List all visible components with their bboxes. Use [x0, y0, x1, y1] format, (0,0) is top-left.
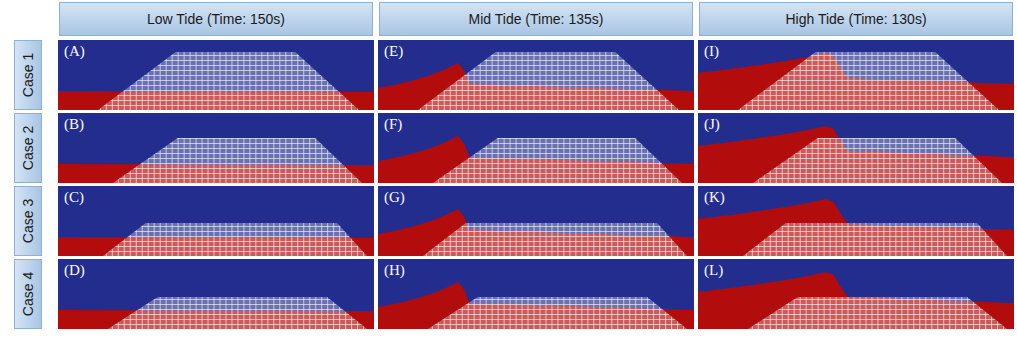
panel-letter: (A) [64, 43, 85, 60]
header-text: High Tide (Time: 130s) [785, 11, 926, 27]
panel-letter: (B) [64, 116, 84, 133]
breakwater-mesh [753, 138, 1002, 183]
simulation-panel: (J) [698, 113, 1014, 183]
breakwater-mesh [433, 138, 682, 183]
flow-field [698, 40, 1014, 110]
row-label: Case 4 [14, 259, 42, 329]
breakwater-mesh [423, 223, 687, 256]
flow-field [58, 259, 374, 329]
flow-field [378, 113, 694, 183]
water-phase [378, 282, 694, 329]
simulation-panel: (L) [698, 259, 1014, 329]
case-label: Case 3 [20, 199, 36, 243]
column-header: Low Tide (Time: 150s) [59, 2, 373, 36]
simulation-panel: (A) [58, 40, 374, 110]
flow-field [58, 40, 374, 110]
column-header: Mid Tide (Time: 135s) [379, 2, 693, 36]
simulation-panel: (H) [378, 259, 694, 329]
simulation-panel: (C) [58, 186, 374, 256]
water-phase [698, 272, 1014, 329]
breakwater-mesh [738, 52, 999, 110]
flow-field [378, 259, 694, 329]
breakwater-mesh [98, 52, 359, 110]
panel-letter: (G) [384, 189, 405, 206]
panel-letter: (L) [704, 262, 723, 279]
breakwater-mesh [113, 138, 362, 183]
column-header: High Tide (Time: 130s) [699, 2, 1013, 36]
panel-letter: (F) [384, 116, 402, 133]
flow-field [378, 186, 694, 256]
header-text: Low Tide (Time: 150s) [147, 11, 285, 27]
simulation-panel: (F) [378, 113, 694, 183]
simulation-panel: (D) [58, 259, 374, 329]
case-label: Case 1 [20, 53, 36, 97]
breakwater-mesh [418, 52, 679, 110]
water-phase [378, 209, 694, 256]
water-phase [698, 126, 1014, 183]
water-phase [698, 199, 1014, 256]
water-phase [698, 53, 1014, 110]
header-text: Mid Tide (Time: 135s) [469, 11, 604, 27]
row-label: Case 3 [14, 186, 42, 256]
breakwater-mesh [108, 297, 367, 329]
simulation-panel: (B) [58, 113, 374, 183]
simulation-panel: (G) [378, 186, 694, 256]
panel-letter: (I) [704, 43, 719, 60]
panel-letter: (D) [64, 262, 85, 279]
water-phase [378, 136, 694, 183]
panel-letter: (H) [384, 262, 405, 279]
panel-letter: (K) [704, 189, 725, 206]
simulation-panel: (I) [698, 40, 1014, 110]
row-label: Case 2 [14, 113, 42, 183]
panel-letter: (E) [384, 43, 403, 60]
simulation-panel: (E) [378, 40, 694, 110]
flow-field [698, 113, 1014, 183]
flow-field [58, 113, 374, 183]
panel-letter: (J) [704, 116, 720, 133]
simulation-panel: (K) [698, 186, 1014, 256]
breakwater-mesh [103, 223, 367, 256]
flow-field [378, 40, 694, 110]
breakwater-mesh [748, 297, 1007, 329]
flow-field [58, 186, 374, 256]
flow-field [698, 186, 1014, 256]
row-label: Case 1 [14, 40, 42, 110]
flow-field [698, 259, 1014, 329]
breakwater-mesh [428, 297, 687, 329]
case-label: Case 2 [20, 126, 36, 170]
panel-letter: (C) [64, 189, 84, 206]
breakwater-mesh [743, 223, 1007, 256]
case-label: Case 4 [20, 272, 36, 316]
